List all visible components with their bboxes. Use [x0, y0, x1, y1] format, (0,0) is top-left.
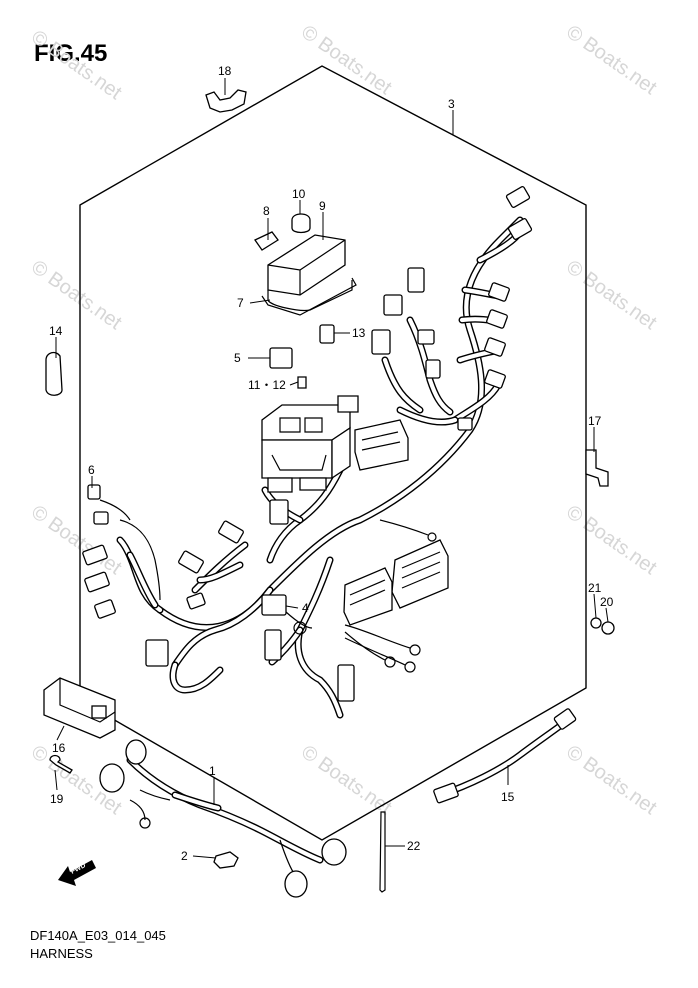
ring-terminals — [344, 519, 437, 673]
holder-part-16 — [43, 677, 116, 739]
figure-title: FIG.45 — [34, 40, 108, 67]
callout-4: 4 — [302, 601, 309, 615]
callout-2: 2 — [181, 849, 188, 863]
callout-16: 16 — [52, 741, 66, 755]
watermark-text: © Boats.net — [562, 501, 661, 579]
callout-8: 8 — [263, 204, 270, 218]
callout-22: 22 — [407, 839, 421, 853]
watermark-text: © Boats.net — [27, 501, 126, 579]
clip-part-18 — [205, 89, 247, 113]
callout-11-12: 11・12 — [248, 378, 286, 392]
callout-19: 19 — [50, 792, 64, 806]
watermark-text: © Boats.net — [562, 256, 661, 334]
extension-cable-part-15 — [433, 708, 577, 804]
callout-leaders — [54, 78, 609, 859]
cover-part-14 — [45, 351, 63, 396]
callout-7: 7 — [237, 296, 244, 310]
watermark-text: © Boats.net — [562, 741, 661, 819]
callout-14: 14 — [49, 324, 63, 338]
watermark-text: © Boats.net — [27, 256, 126, 334]
square-connector — [337, 395, 409, 471]
fuse-box-cover-set — [254, 213, 357, 389]
callout-labels: 1 2 3 4 5 6 7 8 9 10 11・12 13 14 15 16 1… — [49, 64, 614, 863]
nut-part-20 — [601, 621, 615, 635]
figure-name: HARNESS — [30, 946, 93, 961]
callout-1: 1 — [209, 764, 216, 778]
cable-tie-part-22 — [379, 811, 386, 893]
callout-5: 5 — [234, 351, 241, 365]
callout-10: 10 — [292, 187, 306, 201]
callout-6: 6 — [88, 463, 95, 477]
callout-18: 18 — [218, 64, 232, 78]
relay-part-4 — [261, 594, 313, 635]
nut-part-2 — [213, 851, 239, 869]
watermark-text: © Boats.net — [562, 21, 661, 99]
callout-9: 9 — [319, 199, 326, 213]
callout-20: 20 — [600, 595, 614, 609]
bracket-part-17 — [585, 449, 609, 487]
watermark-text: © Boats.net — [27, 26, 126, 104]
sub-harness-part-1 — [99, 739, 347, 898]
figure-code: DF140A_E03_014_045 — [30, 928, 166, 943]
watermark-text: © Boats.net — [297, 21, 396, 99]
watermark-text: © Boats.net — [297, 741, 396, 819]
forward-direction-arrow: FWD — [58, 860, 96, 886]
callout-3: 3 — [448, 97, 455, 111]
screw-part-19 — [49, 754, 73, 774]
callout-21: 21 — [588, 581, 602, 595]
callout-17: 17 — [588, 414, 602, 428]
callout-13: 13 — [352, 326, 366, 340]
washer-part-21 — [590, 617, 602, 629]
callout-15: 15 — [501, 790, 515, 804]
ecm-connectors — [343, 539, 449, 626]
harness-connectors — [82, 186, 533, 702]
fuse-relay-box — [261, 404, 351, 493]
